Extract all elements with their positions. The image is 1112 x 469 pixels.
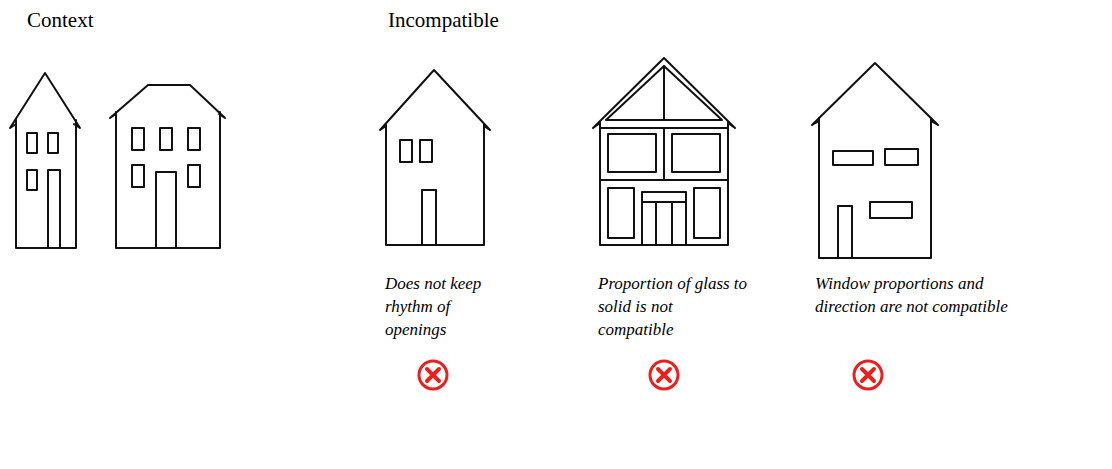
caption-note: Window proportions and direction are not… <box>815 272 1015 318</box>
section-heading: Context <box>27 8 94 33</box>
context-house-wide <box>110 85 225 248</box>
section-heading: Incompatible <box>388 8 499 33</box>
incompatible-icon <box>854 361 882 389</box>
glazed-house <box>593 58 735 245</box>
caption-note: Does not keep rhythm of openings <box>385 272 497 341</box>
horizontal-window-house <box>812 63 938 258</box>
context-house-narrow <box>10 73 80 248</box>
rhythm-house <box>380 70 490 245</box>
incompatible-icon <box>650 361 678 389</box>
caption-note: Proportion of glass to solid is not comp… <box>598 272 748 341</box>
incompatible-icon <box>419 361 447 389</box>
